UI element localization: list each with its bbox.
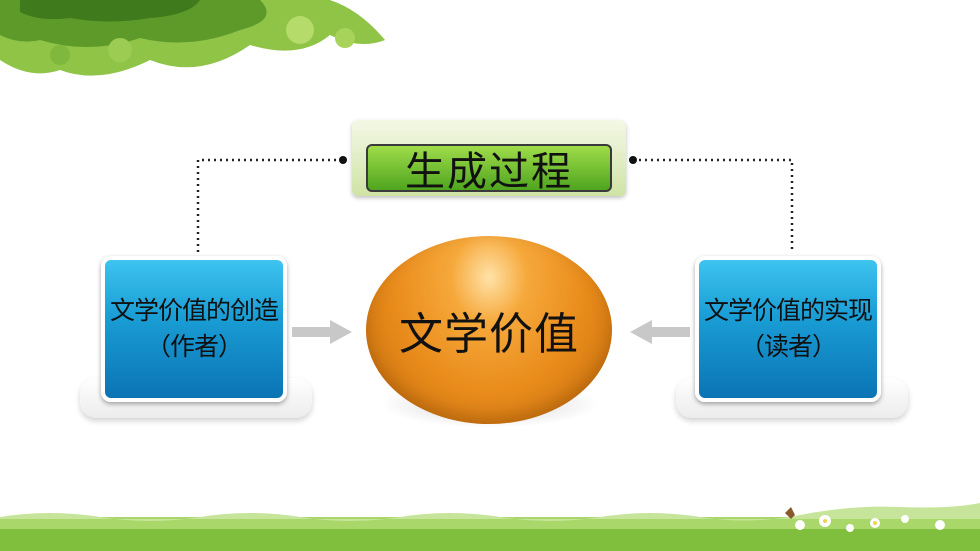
literary-value-node[interactable]: 文学价值 [366,236,612,424]
realization-box-line2: （读者） [739,332,837,361]
creation-box[interactable]: 文学价值的创造 （作者） [101,256,287,402]
grass-decoration [0,503,980,551]
title-box[interactable]: 生成过程 [366,144,612,195]
creation-box-line2: （作者） [145,332,243,361]
realization-box-line1: 文学价值的实现 [703,296,873,325]
right-arrow-icon [292,320,352,344]
realization-box[interactable]: 文学价值的实现 （读者） [695,256,881,402]
creation-box-line1: 文学价值的创造 [109,296,279,325]
literary-value-label: 文学价值 [399,309,579,360]
title-label: 生成过程 [405,149,573,195]
foliage-decoration [0,0,385,76]
left-arrow-icon [630,320,690,344]
